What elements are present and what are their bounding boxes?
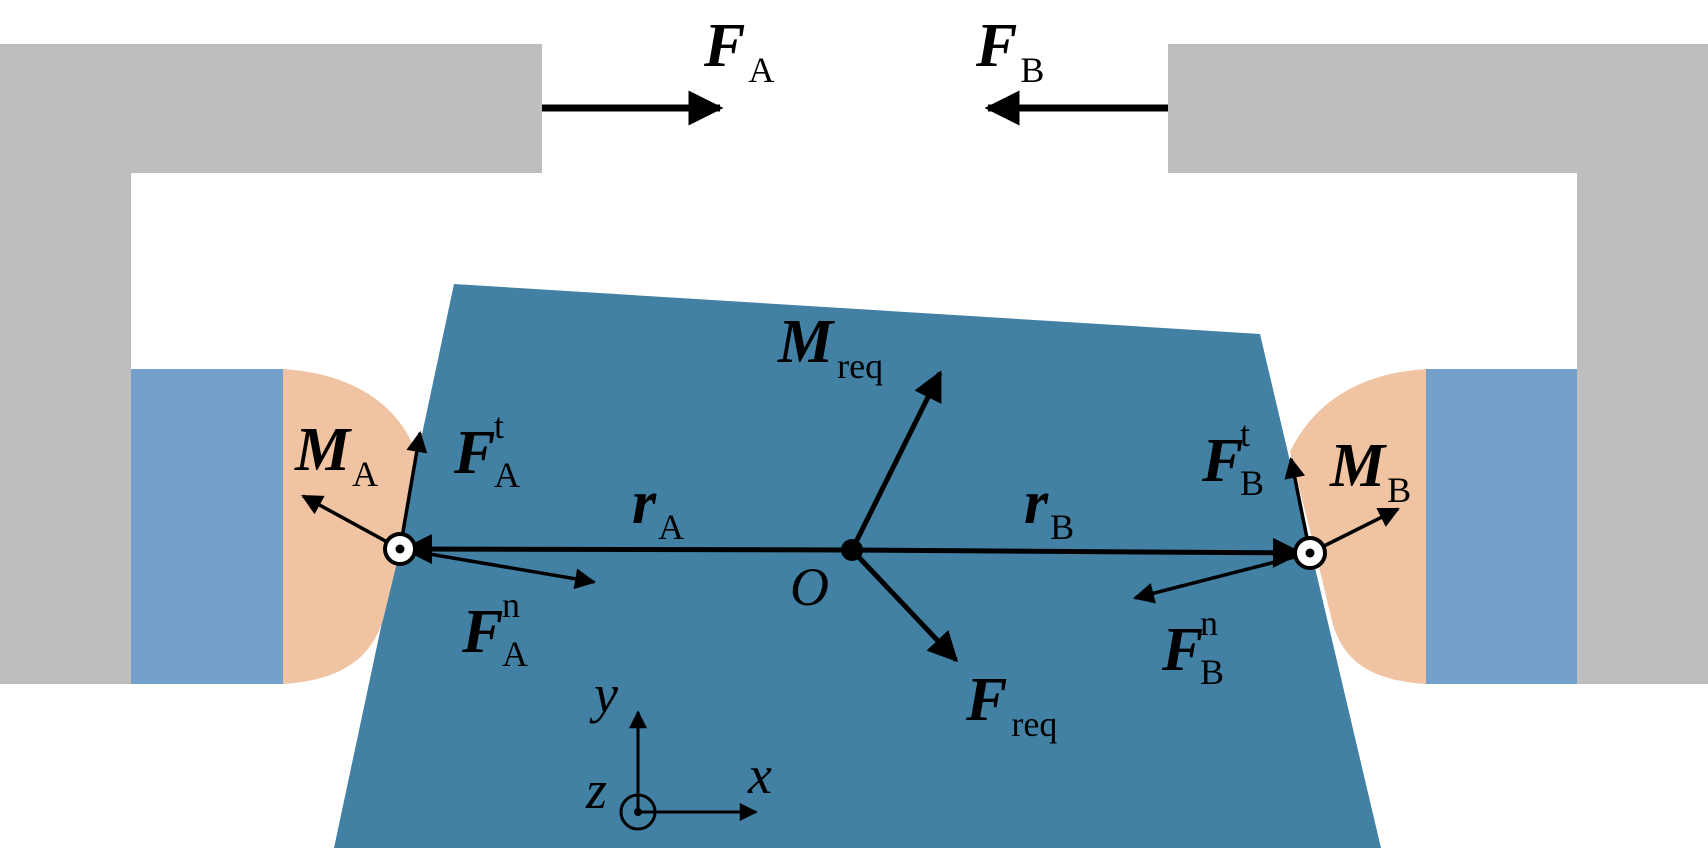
label-f-b-n: F n B <box>1161 603 1224 692</box>
svg-text:F: F <box>453 419 495 487</box>
m-a-arrow <box>301 494 401 551</box>
label-f-a-t: F t A <box>453 406 520 495</box>
label-m-b: MB <box>1329 432 1411 510</box>
label-x: x <box>747 745 772 805</box>
svg-text:t: t <box>1240 414 1250 454</box>
label-m-a: MA <box>294 416 378 494</box>
label-r-a: rA <box>632 469 684 547</box>
contact-point-b <box>1293 536 1327 570</box>
right-contact-skin <box>1290 369 1426 684</box>
label-z: z <box>585 760 607 820</box>
label-f-b-t: F t B <box>1201 414 1264 503</box>
r-a-vector <box>402 534 853 565</box>
right-gripper <box>1168 44 1708 684</box>
label-y: y <box>589 664 618 724</box>
right-finger-pad <box>1426 369 1577 684</box>
f-a-n-arrow <box>399 547 597 590</box>
grasped-object <box>334 284 1381 848</box>
svg-text:t: t <box>494 406 504 446</box>
svg-text:A: A <box>494 455 520 495</box>
label-r-b: rB <box>1024 469 1074 547</box>
label-f-b: FB <box>975 12 1044 90</box>
f-req-arrow <box>850 548 959 663</box>
svg-text:A: A <box>502 634 528 674</box>
coordinate-frame <box>619 710 758 831</box>
svg-text:B: B <box>1200 652 1224 692</box>
svg-text:n: n <box>1200 603 1218 643</box>
origin-point <box>841 539 863 561</box>
svg-text:F: F <box>1161 616 1203 684</box>
contact-point-a <box>383 532 417 566</box>
f-b-n-arrow <box>1132 551 1311 604</box>
r-b-vector <box>851 537 1303 568</box>
m-req-arrow <box>849 370 943 552</box>
z-axis-marker <box>619 793 657 831</box>
svg-text:F: F <box>1201 427 1243 495</box>
svg-text:F: F <box>461 598 503 666</box>
f-a-t-arrow <box>398 430 428 550</box>
left-gripper <box>0 44 542 684</box>
svg-text:B: B <box>1240 463 1264 503</box>
label-origin: O <box>790 557 829 617</box>
left-contact-skin <box>283 369 416 684</box>
left-finger-pad <box>131 369 283 684</box>
label-f-a: FA <box>703 12 774 90</box>
svg-text:n: n <box>502 585 520 625</box>
label-f-a-n: F n A <box>461 585 528 674</box>
